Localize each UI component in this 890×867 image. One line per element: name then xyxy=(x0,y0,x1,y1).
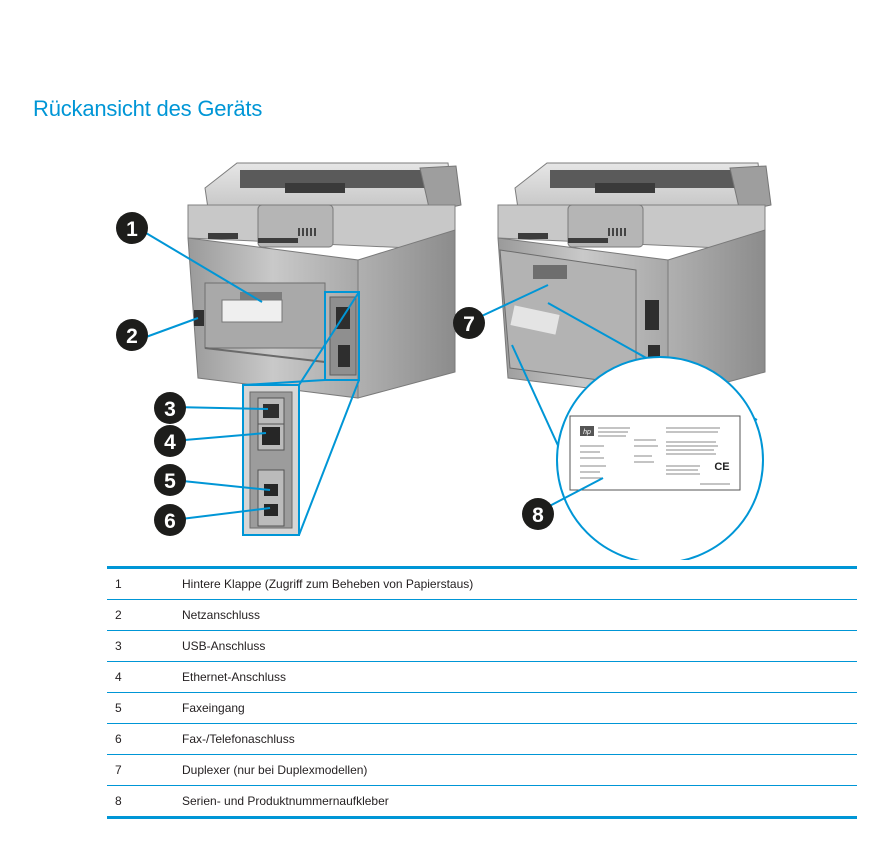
row-number: 7 xyxy=(107,754,182,786)
svg-text:3: 3 xyxy=(164,398,176,421)
printer-rear-left xyxy=(187,162,462,399)
serial-sticker-zoom: hp CE xyxy=(511,302,764,560)
callout-6: 6 xyxy=(154,504,186,536)
row-label: Serien- und Produktnummernaufkleber xyxy=(182,785,857,819)
table-row: 6 Fax-/Telefonaschluss xyxy=(107,723,857,755)
row-label: Netzanschluss xyxy=(182,599,857,631)
row-number: 5 xyxy=(107,692,182,724)
port-panel-zoom xyxy=(242,291,360,536)
callout-5: 5 xyxy=(154,464,186,496)
svg-text:5: 5 xyxy=(164,470,176,493)
svg-text:4: 4 xyxy=(164,431,176,454)
callout-7: 7 xyxy=(453,307,485,339)
svg-text:8: 8 xyxy=(532,504,544,527)
row-label: USB-Anschluss xyxy=(182,630,857,662)
callout-8: 8 xyxy=(522,498,554,530)
table-row: 5 Faxeingang xyxy=(107,692,857,724)
printer-rear-view-figure: hp CE 1 2 xyxy=(116,162,772,560)
row-label: Ethernet-Anschluss xyxy=(182,661,857,693)
row-number: 6 xyxy=(107,723,182,755)
row-label: Faxeingang xyxy=(182,692,857,724)
row-label: Duplexer (nur bei Duplexmodellen) xyxy=(182,754,857,786)
table-row: 2 Netzanschluss xyxy=(107,599,857,631)
hp-logo: hp xyxy=(583,429,591,436)
row-number: 4 xyxy=(107,661,182,693)
legend-table: 1 Hintere Klappe (Zugriff zum Beheben vo… xyxy=(107,566,857,819)
callout-1: 1 xyxy=(116,212,148,244)
row-label: Fax-/Telefonaschluss xyxy=(182,723,857,755)
ce-mark: CE xyxy=(714,461,729,473)
row-number: 1 xyxy=(107,566,182,600)
row-number: 2 xyxy=(107,599,182,631)
callout-2: 2 xyxy=(116,319,148,351)
table-row: 4 Ethernet-Anschluss xyxy=(107,661,857,693)
svg-text:7: 7 xyxy=(463,313,475,336)
printer-rear-right xyxy=(497,162,772,399)
table-row: 8 Serien- und Produktnummernaufkleber xyxy=(107,785,857,819)
table-row: 3 USB-Anschluss xyxy=(107,630,857,662)
svg-text:6: 6 xyxy=(164,510,176,533)
table-row: 1 Hintere Klappe (Zugriff zum Beheben vo… xyxy=(107,566,857,600)
table-row: 7 Duplexer (nur bei Duplexmodellen) xyxy=(107,754,857,786)
row-number: 8 xyxy=(107,785,182,819)
page-title: Rückansicht des Geräts xyxy=(33,96,263,121)
callout-4: 4 xyxy=(154,425,186,457)
callout-3: 3 xyxy=(154,392,186,424)
row-label: Hintere Klappe (Zugriff zum Beheben von … xyxy=(182,566,857,600)
svg-text:1: 1 xyxy=(126,218,138,241)
row-number: 3 xyxy=(107,630,182,662)
svg-text:2: 2 xyxy=(126,325,138,348)
